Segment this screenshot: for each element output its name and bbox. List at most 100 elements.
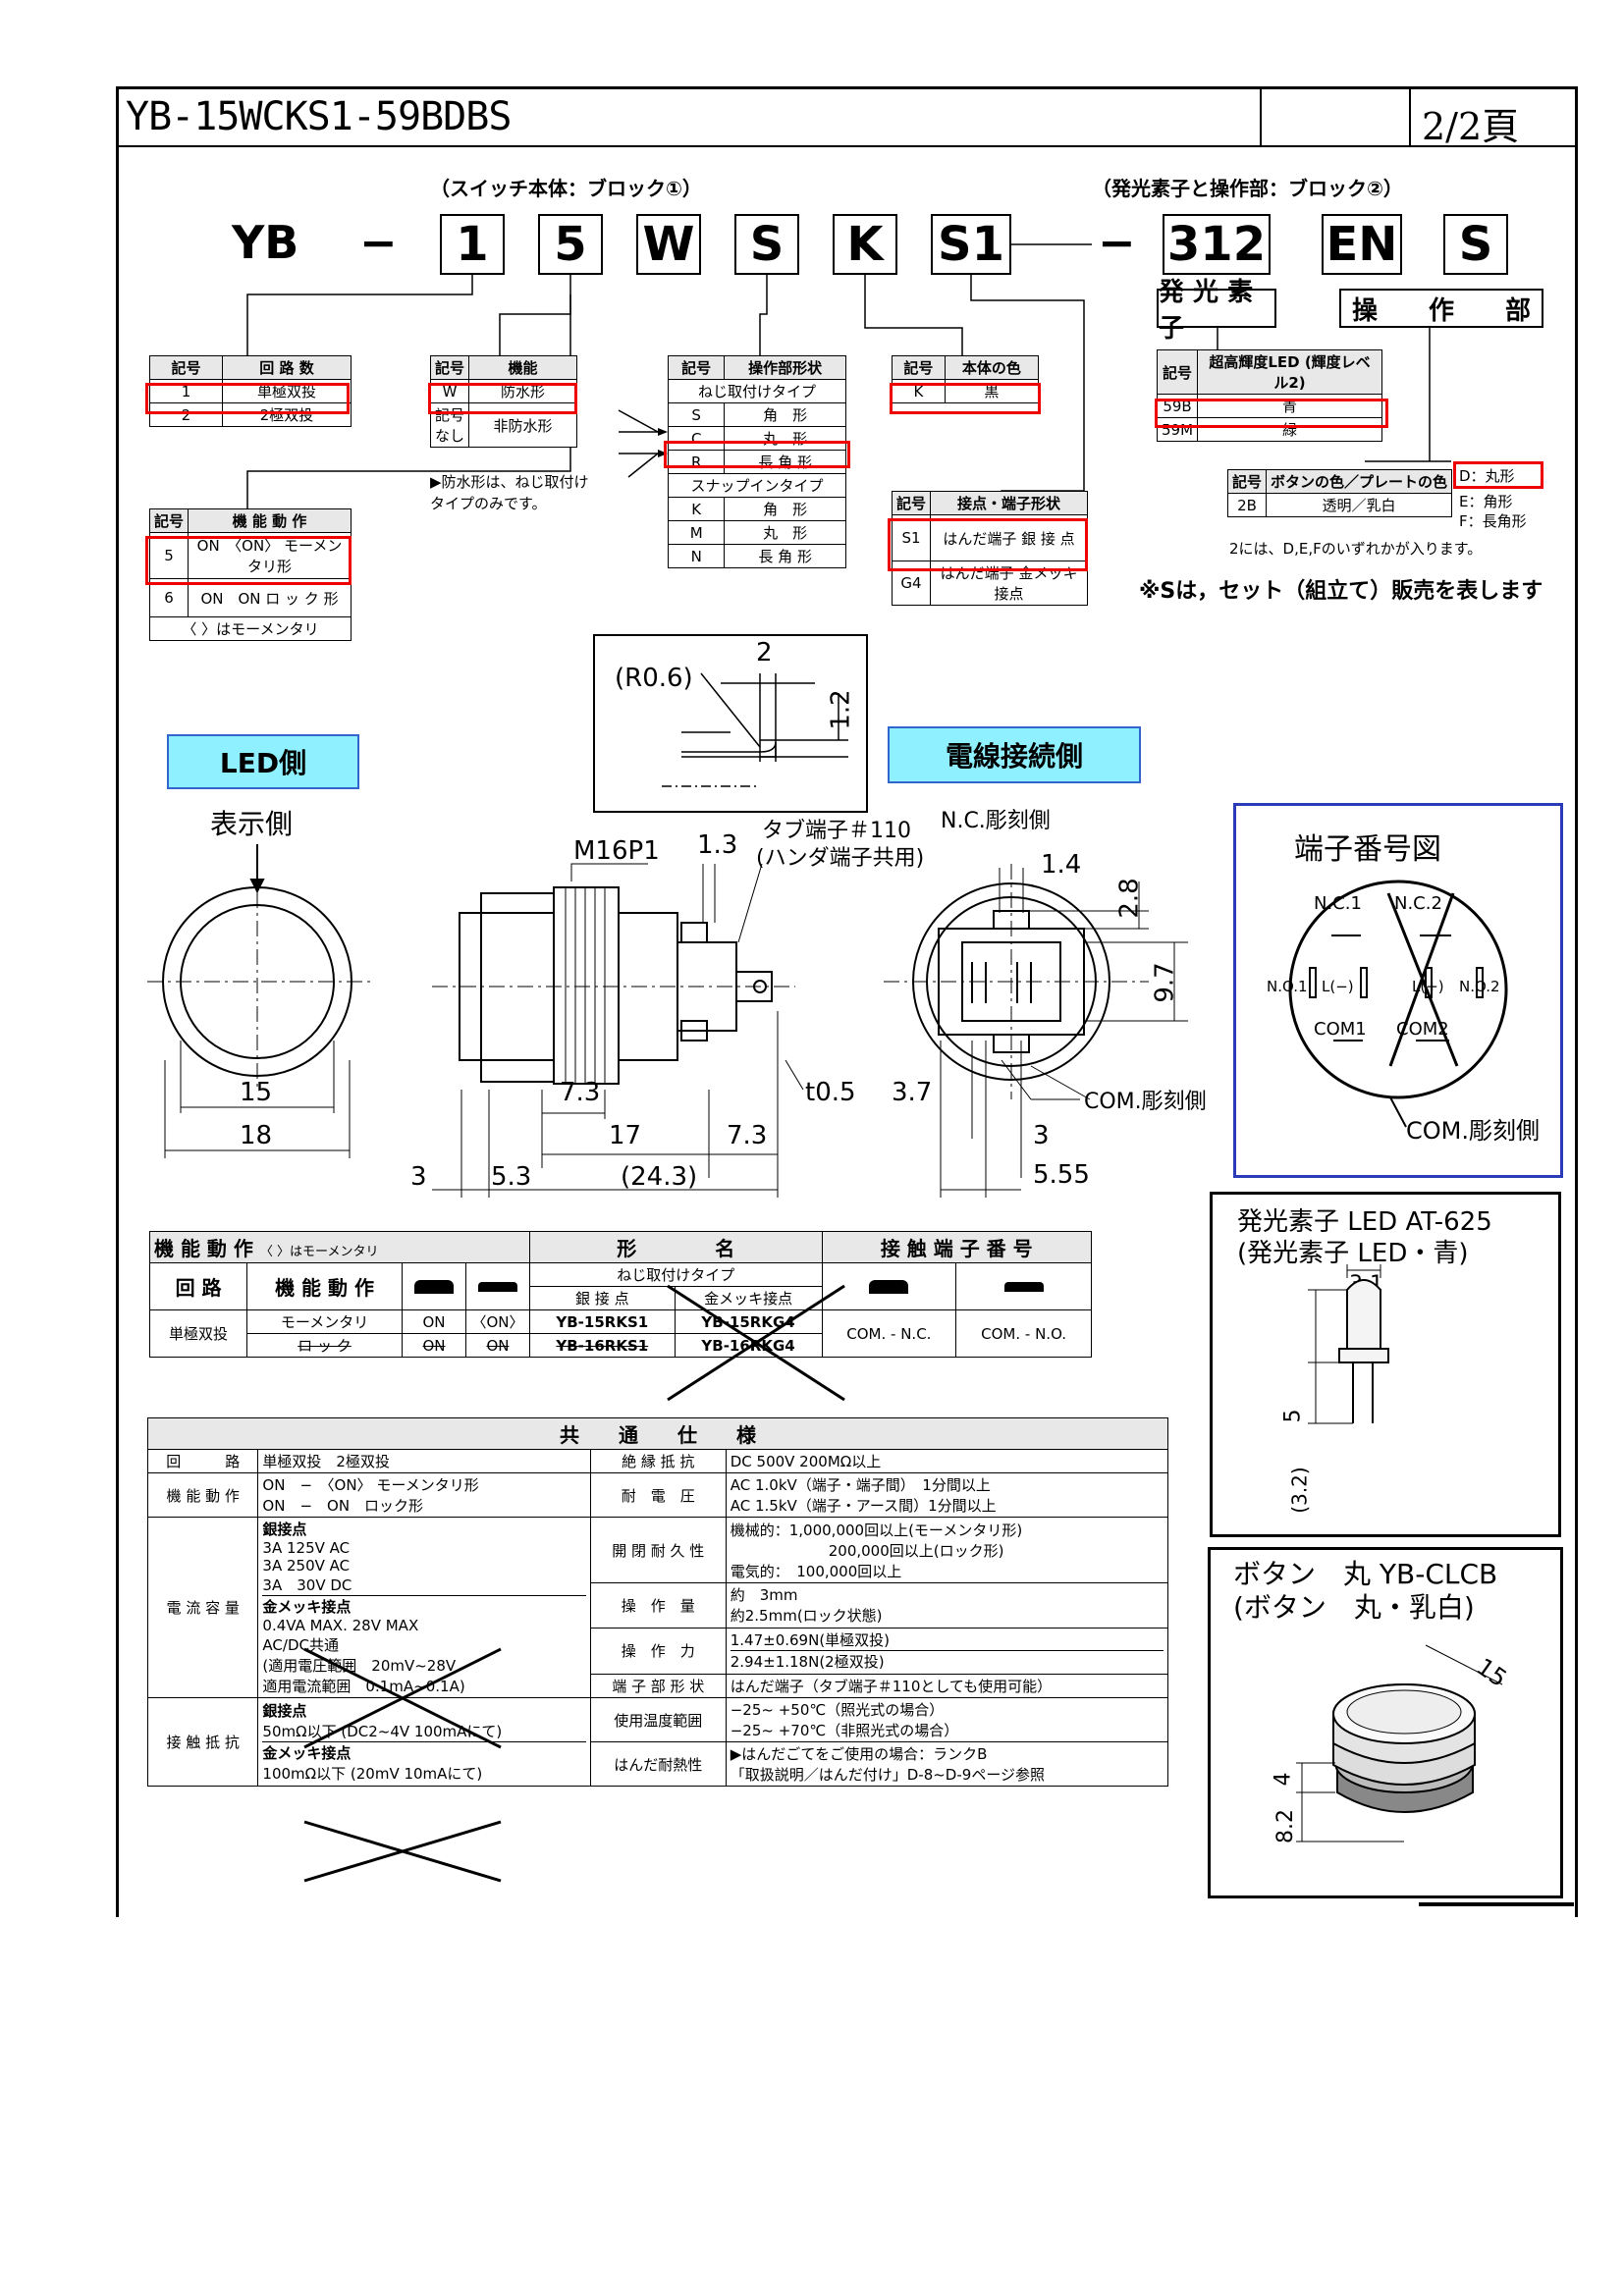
line: AC 1.5kV（端子・アース間）1分間以上: [730, 1497, 997, 1515]
cell: G4: [891, 561, 932, 606]
dim-73b: 7.3: [727, 1121, 768, 1150]
cell: 丸 形: [724, 426, 846, 451]
nc-mark-label: N.C.彫刻側: [941, 809, 1051, 833]
button-title2: (ボタン 丸・乳白): [1233, 1591, 1475, 1624]
line: AC 1.0kV（端子・端子間） 1分間以上: [730, 1476, 991, 1494]
shape-f: F：長角形: [1459, 512, 1527, 530]
page-frame: [116, 86, 1578, 1917]
line: ON − ON ロック形: [262, 1497, 424, 1515]
line: 機械的：1,000,000回以上(モーメンタリ形): [730, 1521, 1023, 1539]
line: 約 3mm: [730, 1586, 798, 1605]
dim-53: 5.3: [491, 1162, 532, 1192]
button-info-box: [1208, 1547, 1563, 1898]
line: −25~ +50℃（照光式の場合）: [730, 1701, 945, 1719]
line: 金メッキ接点: [262, 1595, 586, 1617]
cell: COM. - N.C.: [821, 1309, 957, 1358]
line: ON − 〈ON〉 モーメンタリ形: [262, 1476, 479, 1494]
line: 電気的： 100,000回以上: [730, 1562, 902, 1580]
cell: ロ ッ ク: [246, 1333, 403, 1358]
line: 約2.5mm(ロック状態): [730, 1607, 883, 1626]
ft-h3: 接 触 端 子 番 号: [821, 1231, 1092, 1263]
ft-h1note: 〈 〉はモーメンタリ: [259, 1245, 379, 1259]
cell: モーメンタリ: [246, 1309, 403, 1334]
line: 「取扱説明／はんだ付け」D-8~D-9ページ参照: [730, 1766, 1046, 1784]
cell: COM. - N.O.: [955, 1309, 1092, 1358]
dim-3: 3: [410, 1162, 427, 1192]
cell: ねじ取付けタイプ: [668, 379, 846, 403]
led-title2: (発光素子 LED・青): [1237, 1239, 1469, 1268]
th: 機 能 動 作: [188, 508, 352, 533]
cell: 緑: [1197, 417, 1382, 442]
wire-side-tag: 電線接続側: [888, 726, 1141, 783]
cell: C: [667, 426, 726, 451]
th: 記号: [148, 508, 189, 533]
dim-28: 2.8: [1114, 878, 1145, 919]
code-box: 5: [538, 214, 603, 275]
highlight-box: [888, 518, 1088, 571]
cell: 角 形: [724, 402, 846, 427]
cell: 非防水形: [468, 402, 577, 448]
cell: 絶 縁 抵 抗: [589, 1449, 727, 1473]
led-side-tag: LED側: [167, 734, 359, 789]
dim-18: 18: [240, 1121, 273, 1150]
line: 銀接点: [262, 1702, 307, 1720]
dim-37: 3.7: [892, 1078, 933, 1107]
cell: 開 閉 耐 久 性: [589, 1516, 727, 1584]
ft-h1: 機 能 動 作: [154, 1237, 253, 1260]
cell: S1: [891, 514, 932, 561]
line: 銀接点: [262, 1521, 307, 1538]
header-sep: [1260, 86, 1262, 145]
cell: 使用温度範囲: [589, 1697, 727, 1742]
dim-73a: 7.3: [560, 1078, 601, 1107]
spec-title: 共 通 仕 様: [147, 1417, 1168, 1450]
frame-top: [116, 86, 1575, 89]
cross-out-gold: [667, 1284, 845, 1402]
highlight-box: [145, 536, 352, 585]
line: 3A 250V AC: [262, 1557, 351, 1575]
terminal-drawing: [1288, 880, 1508, 1128]
term-com2: COM2: [1396, 1019, 1449, 1040]
th: 記号: [1226, 469, 1268, 494]
dim-14: 1.4: [1041, 850, 1082, 880]
cell: 59M: [1156, 417, 1199, 442]
cell: はんだ端子（タブ端子＃110としても使用可能）: [725, 1673, 1169, 1699]
switch-icon-down: [464, 1262, 530, 1310]
term-lm: L(−): [1322, 978, 1354, 995]
cell: 接 触 抵 抗: [146, 1697, 259, 1787]
cell: 単極双投 2極双投: [257, 1449, 591, 1473]
line: −25~ +70℃（非照光式の場合）: [730, 1722, 959, 1739]
led-title1: 発光素子 LED AT-625: [1237, 1207, 1492, 1237]
cell: 透明／乳白: [1266, 493, 1453, 517]
cell: YB-16RKS1: [528, 1333, 676, 1358]
code-box: S: [734, 214, 799, 275]
cell: N: [667, 544, 726, 568]
highlight-box: [428, 383, 577, 414]
dim-97: 9.7: [1150, 962, 1180, 1003]
line: 0.4VA MAX. 28V MAX: [262, 1617, 419, 1634]
cell: M: [667, 520, 726, 545]
line: (適用電圧範囲 20mV~28V: [262, 1657, 457, 1675]
ft-circuit: 単極双投: [148, 1309, 248, 1358]
cell: DC 500V 200MΩ以上: [725, 1449, 1169, 1473]
cell: はんだ耐熱性: [589, 1741, 727, 1787]
cell: 2: [148, 402, 224, 427]
led-drawing: [1308, 1264, 1389, 1424]
mechanical-drawing: [147, 844, 1188, 1198]
com-mark-label: COM.彫刻側: [1084, 1090, 1207, 1114]
detail-drawing: [662, 672, 848, 787]
th: 記号: [1156, 349, 1199, 395]
dim-m16: M16P1: [573, 836, 660, 866]
cell: 5: [148, 532, 189, 579]
dim-243: (24.3): [621, 1162, 698, 1192]
display-side-label: 表示側: [210, 808, 294, 840]
cell: 操 作 力: [589, 1627, 727, 1675]
detail-box: [593, 634, 868, 813]
cell: 回 路: [146, 1449, 259, 1473]
tab-label: タブ端子＃110: [762, 819, 911, 843]
highlight-box: [145, 383, 350, 414]
dim-r06: (R0.6): [615, 664, 693, 693]
dim-3b: 3: [1033, 1121, 1050, 1150]
